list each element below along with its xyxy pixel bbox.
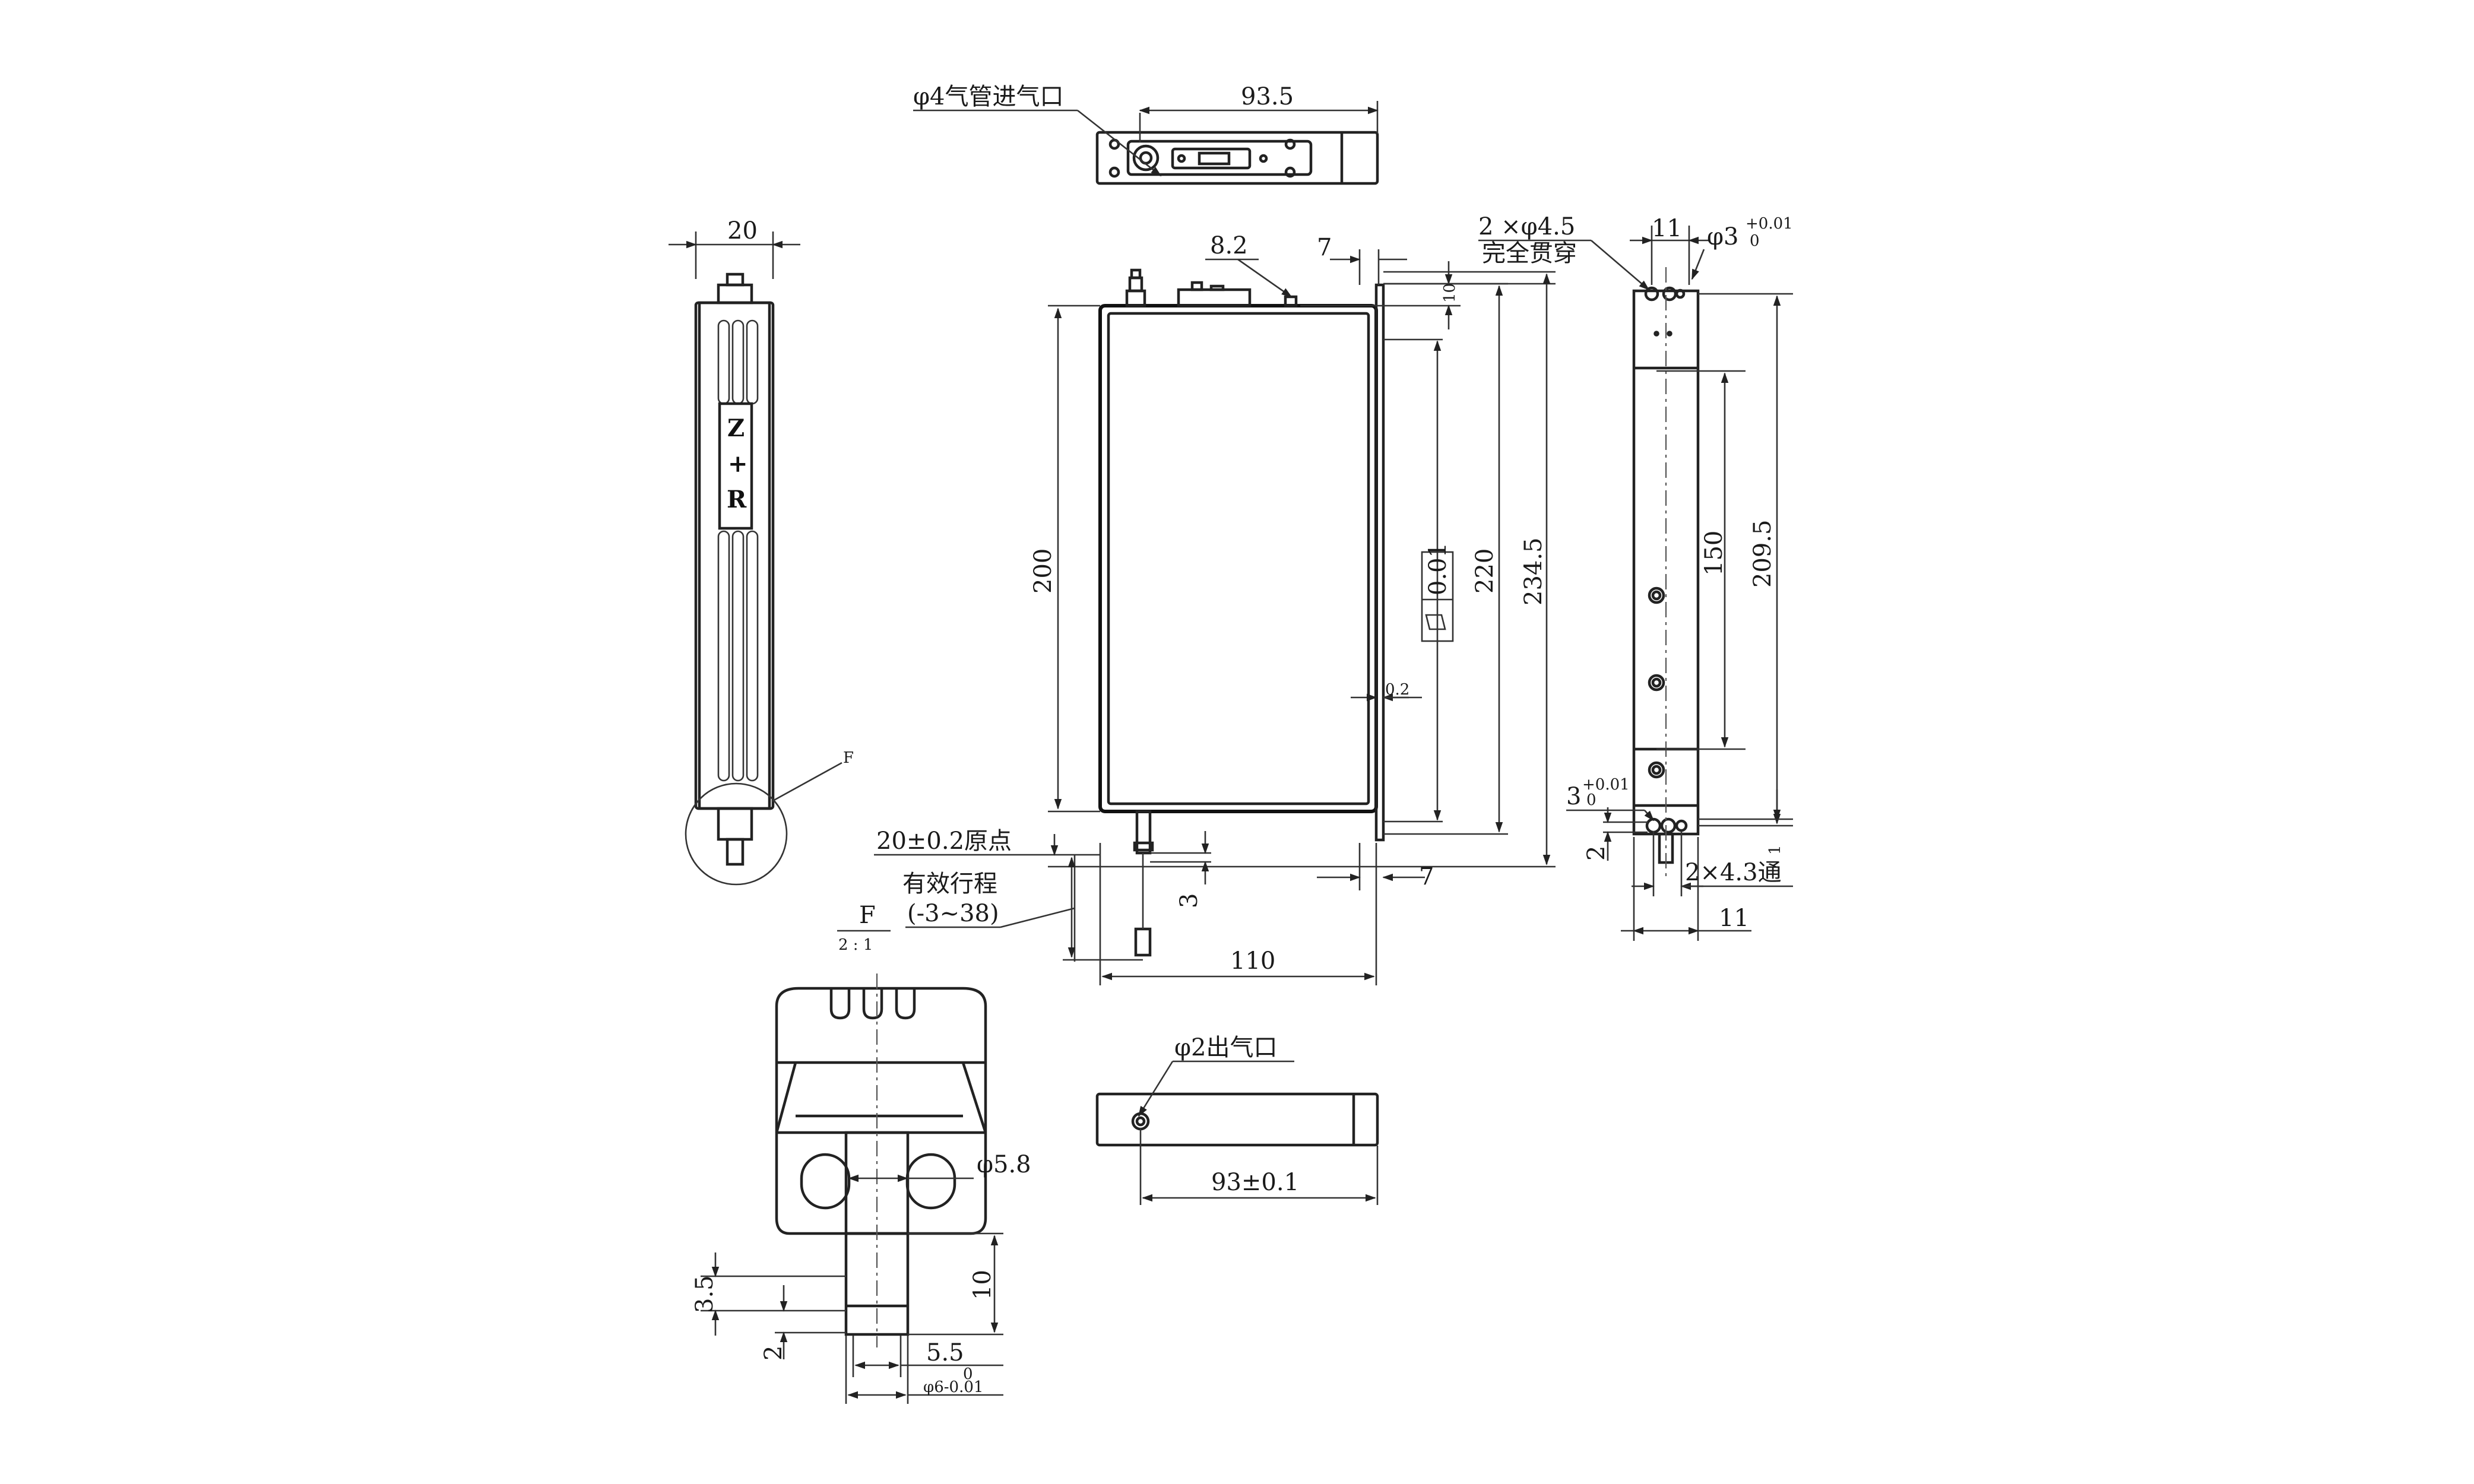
dim-150-label: 150 [1700,531,1728,576]
dim-220: 220 [1383,283,1508,835]
top-view [1095,131,1379,185]
dim-3-tol-upper: +0.01 [1582,776,1630,794]
left-side-view: Z + R [685,272,788,886]
detail-f-scale: 2 : 1 [838,936,873,954]
stroke-label-2: (-3~38) [907,900,999,927]
thru-holes-label-2: 完全贯穿 [1482,240,1577,267]
badge-r: R [727,486,747,513]
thru-holes-callout: 2 ×φ4.5 完全贯穿 [1478,213,1650,291]
origin-label: 20±0.2原点 [876,827,1012,855]
outlet-callout: φ2出气口 [1138,1034,1294,1117]
flatness-label: 0.01 [1424,543,1452,595]
dim-93-5-label: 93.5 [1241,83,1294,110]
dim-1: 1 [1698,789,1793,855]
bottom-view [1095,1092,1379,1147]
dim-220-label: 220 [1471,548,1499,594]
dim-2-right: 2 [1583,807,1648,861]
flatness-frame: 0.01 [1421,543,1454,642]
dim-2x4-3-label: 2×4.3通 [1685,859,1782,886]
dim-2-detail-label: 2 [760,1346,787,1361]
badge-z: Z [727,414,745,442]
dim-5-5: 5.5 [852,1336,1003,1377]
dim-1-label: 1 [1766,845,1784,855]
dim-3-tol-label: 3 [1566,783,1581,810]
inlet-callout: φ4气管进气口 [913,83,1162,177]
dim-phi3-tol0: 0 [1750,232,1760,250]
vent-grille-bottom [717,530,759,782]
dim-200-label: 200 [1029,548,1057,594]
dim-phi5-8: φ5.8 [848,1151,1031,1182]
dim-110-label: 110 [1230,947,1275,975]
origin-callout: 20±0.2原点 [874,827,1100,856]
dim-11-bottom-label: 11 [1719,905,1749,932]
dim-93: 93±0.1 [1139,1128,1379,1205]
dim-10-detail: 10 [908,1232,1003,1336]
dim-0-2-label: 0.2 [1385,681,1409,699]
dim-3-tol: 3 +0.01 0 [1566,776,1655,822]
dim-phi6: 0 φ6-0.01 [845,1336,1003,1404]
dim-8-2-label: 8.2 [1210,232,1248,259]
detail-marker-f: F [771,749,854,803]
dim-phi5-8-label: φ5.8 [977,1151,1031,1178]
dim-20-label: 20 [727,217,758,245]
thru-holes-label-1: 2 ×φ4.5 [1478,213,1575,240]
dim-3: 3 [1150,831,1211,908]
zr-badge: Z + R [718,402,753,530]
dim-phi3-tol: +0.01 [1746,215,1793,233]
dim-10-label: 10 [1441,283,1459,303]
dim-3-tol-zero: 0 [1586,791,1596,809]
dim-3-5: 3.5 [691,1252,846,1336]
dim-11-top: 11 [1630,215,1710,285]
detail-f-caption: F 2 : 1 [837,902,891,954]
dim-phi6-label: φ6-0.01 [923,1378,983,1396]
dim-7-top-label: 7 [1317,234,1332,261]
dim-phi3-label: φ3 [1707,223,1738,250]
detail-f-title: F [859,902,876,929]
dim-209-5-label: 209.5 [1749,519,1776,588]
dim-10-detail-label: 10 [969,1270,996,1300]
stroke-label-1: 有效行程 [902,870,997,898]
dim-2x4-3: 2×4.3通 [1632,831,1793,896]
front-view [1098,268,1385,957]
dim-7-top: 7 [1317,234,1407,285]
dim-20: 20 [669,217,800,279]
detail-marker-f-label: F [843,749,854,767]
stroke-callout: 有效行程 (-3~38) [902,855,1143,962]
dim-7-bottom-label: 7 [1419,863,1434,890]
right-side-view [1632,267,1700,879]
outlet-label: φ2出气口 [1174,1034,1277,1061]
dim-234-5-label: 234.5 [1520,537,1547,605]
dim-8-2: 8.2 [1205,232,1293,298]
dim-234-5: 234.5 [1048,271,1556,868]
dim-0-2: 0.2 [1351,681,1422,702]
dim-3-label: 3 [1176,893,1203,908]
dim-110: 110 [1099,843,1377,985]
dim-150: 150 [1656,370,1746,750]
vent-grille-top [717,319,759,405]
dim-200: 200 [1029,305,1100,813]
dim-93-5: 93.5 [1139,83,1379,142]
dim-11-top-label: 11 [1652,215,1682,242]
dim-209-5: 209.5 [1698,293,1793,827]
dim-phi6-tol0: 0 [963,1365,973,1383]
dim-93-label: 93±0.1 [1211,1169,1299,1196]
badge-plus: + [728,450,748,478]
dim-11-bottom: 11 [1621,837,1751,941]
inlet-label: φ4气管进气口 [913,83,1063,110]
dim-7-bottom: 7 [1317,843,1434,890]
dim-2-detail: 2 [760,1285,846,1361]
dim-5-5-label: 5.5 [926,1339,964,1366]
dim-2-right-label: 2 [1583,846,1610,861]
detail-f-view [775,974,987,1347]
dim-phi3: φ3 +0.01 0 [1691,215,1793,280]
dim-3-5-label: 3.5 [691,1275,718,1313]
